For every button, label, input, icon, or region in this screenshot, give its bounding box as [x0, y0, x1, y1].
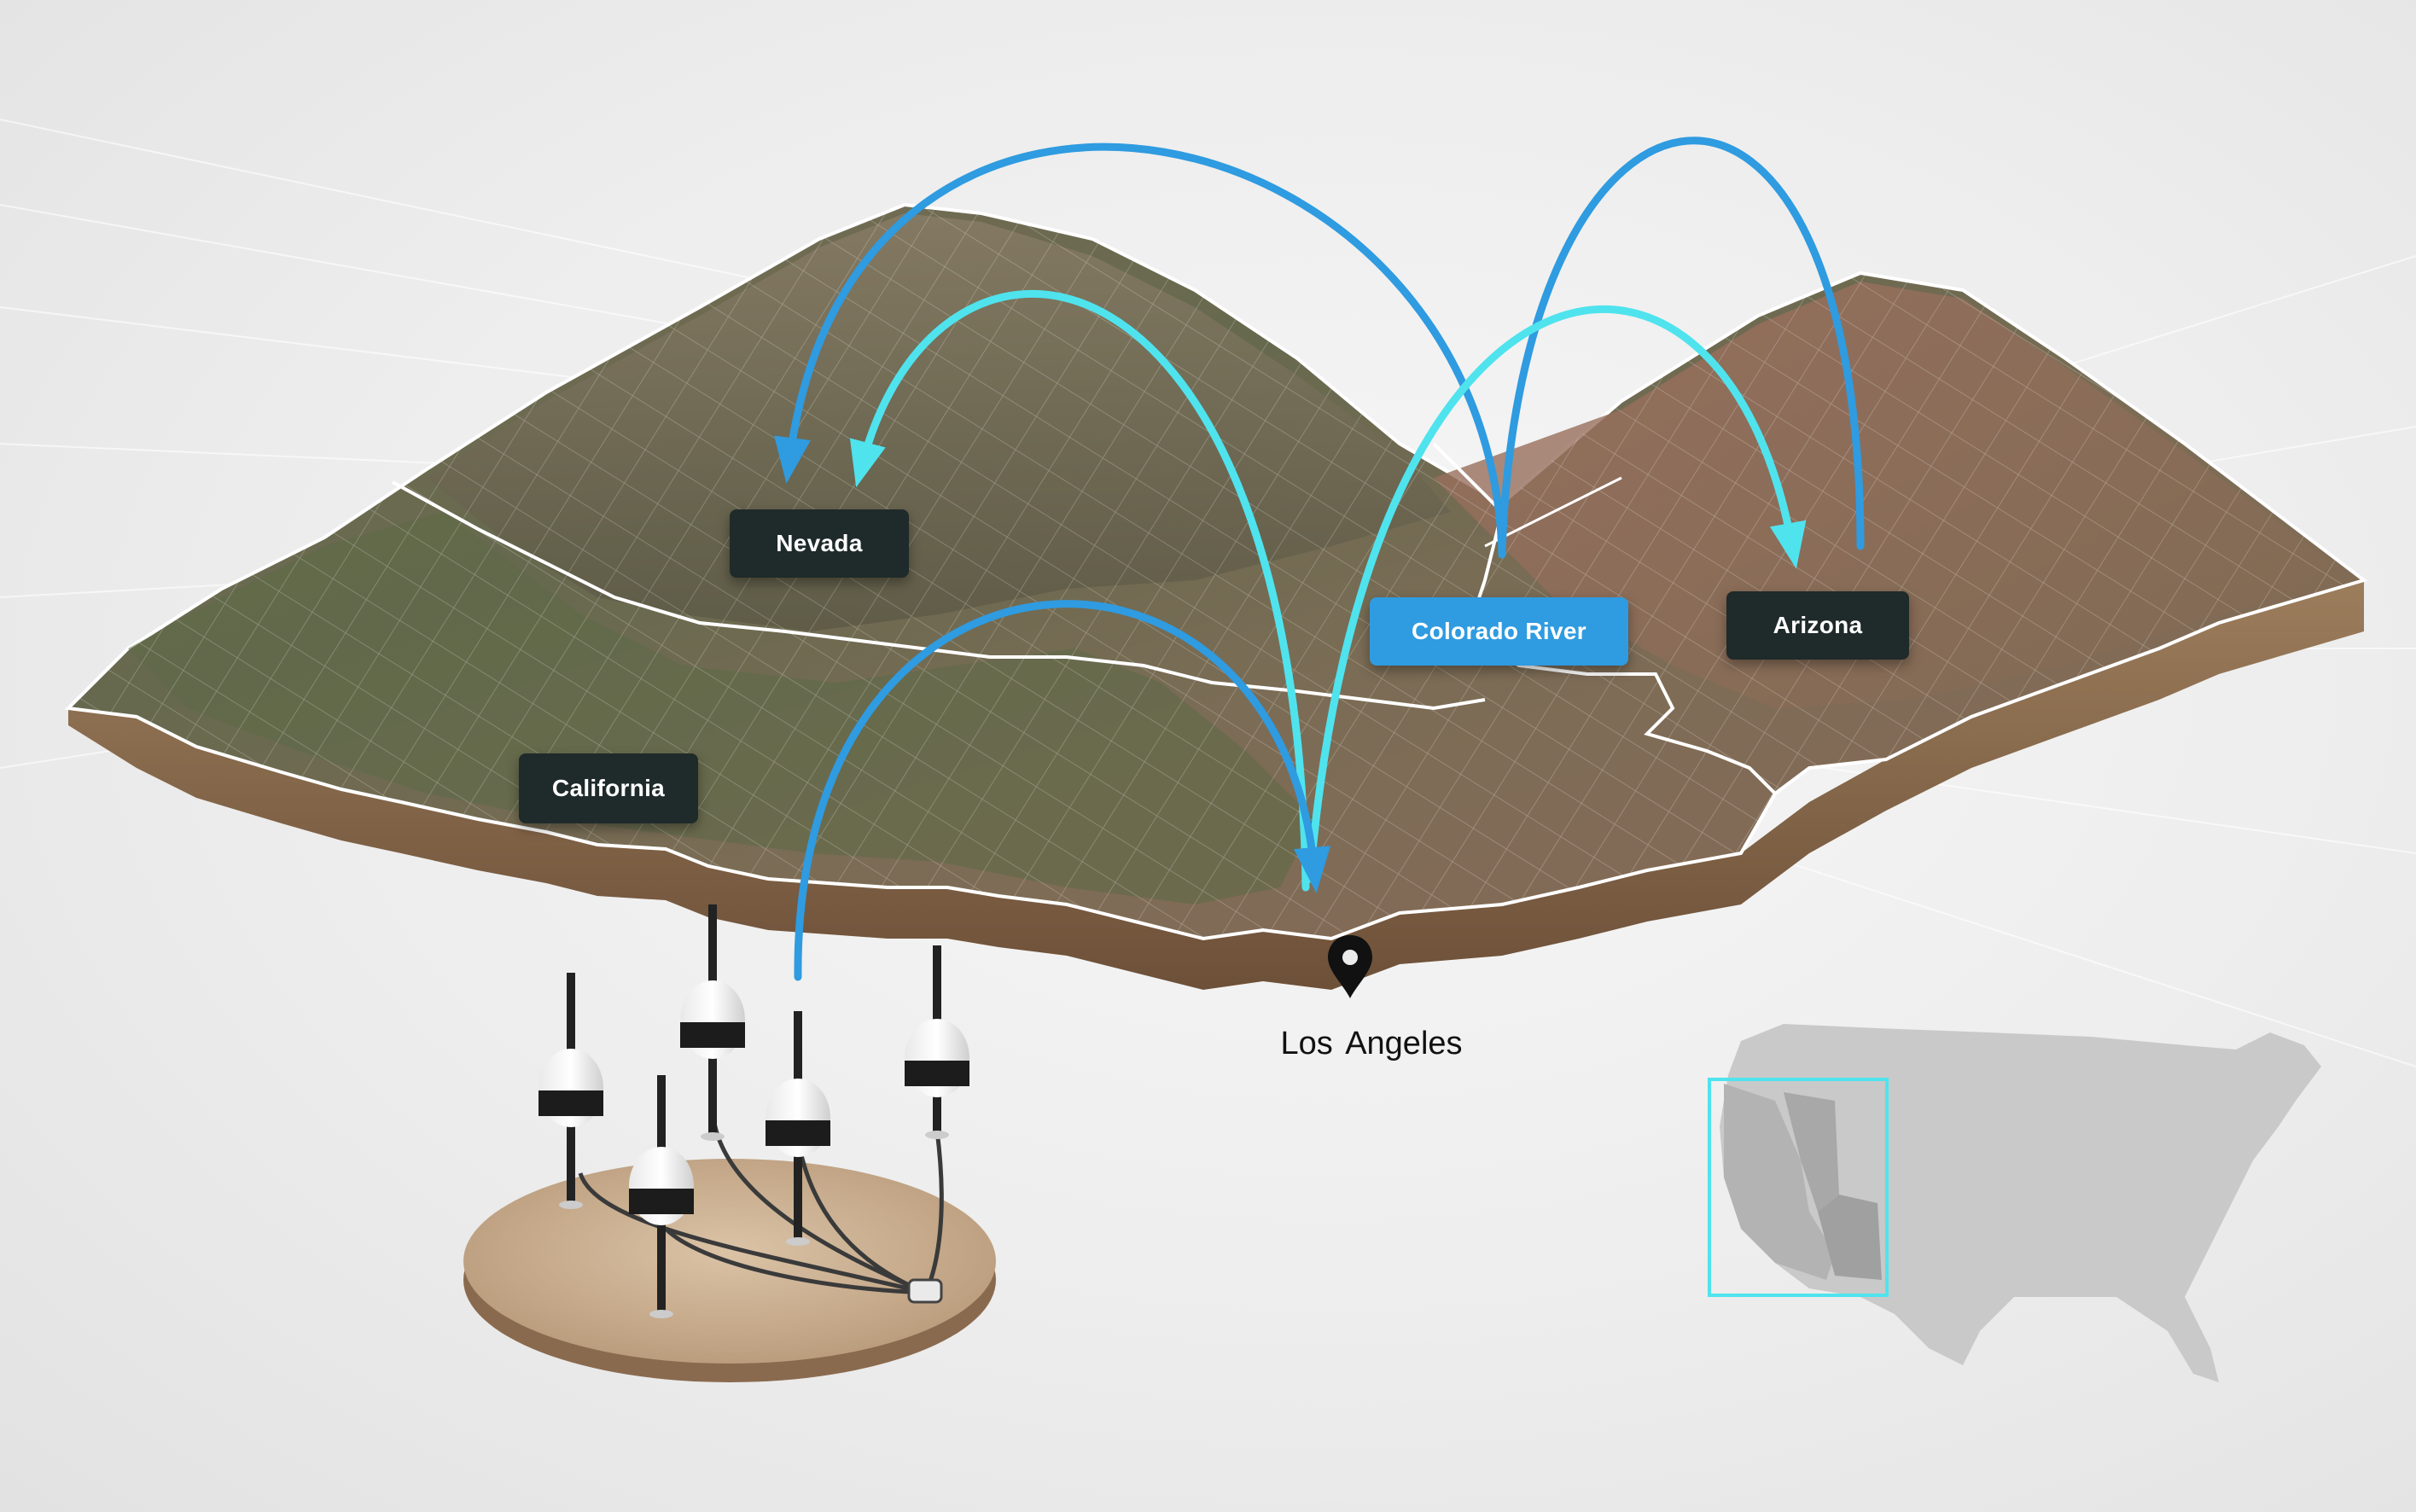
sensor-pole-1 [539, 973, 603, 1209]
map-pin-icon [1328, 935, 1372, 998]
label-california: California [519, 753, 698, 823]
california-arizona-border [1432, 442, 1777, 795]
water-flow-arrows [774, 137, 1865, 981]
sensor-pole-5 [629, 1075, 694, 1318]
inset-highlight-frame [1708, 1078, 1889, 1297]
nevada-california-border [392, 480, 1486, 711]
label-colorado-river: Colorado River [1370, 597, 1628, 666]
label-arizona: Arizona [1726, 591, 1909, 660]
sensor-pole-4 [766, 1011, 830, 1246]
us-inset-map [1708, 1024, 2321, 1382]
sensor-station [463, 904, 996, 1382]
flow-arrow-la-to-nevada [849, 289, 1310, 892]
terrain-base-edge [68, 580, 2364, 990]
label-los-angeles: Los Angeles [1280, 1026, 1463, 1061]
flow-arrow-sensors-to-la [794, 600, 1331, 981]
flow-arrow-colorado-to-arizona [1498, 137, 1865, 559]
label-nevada: Nevada [730, 509, 909, 578]
flow-arrow-colorado-to-nevada [774, 142, 1506, 555]
sensor-pole-2 [680, 904, 745, 1141]
flow-arrow-la-to-arizona [1306, 305, 1807, 883]
sensor-pole-3 [905, 945, 969, 1139]
